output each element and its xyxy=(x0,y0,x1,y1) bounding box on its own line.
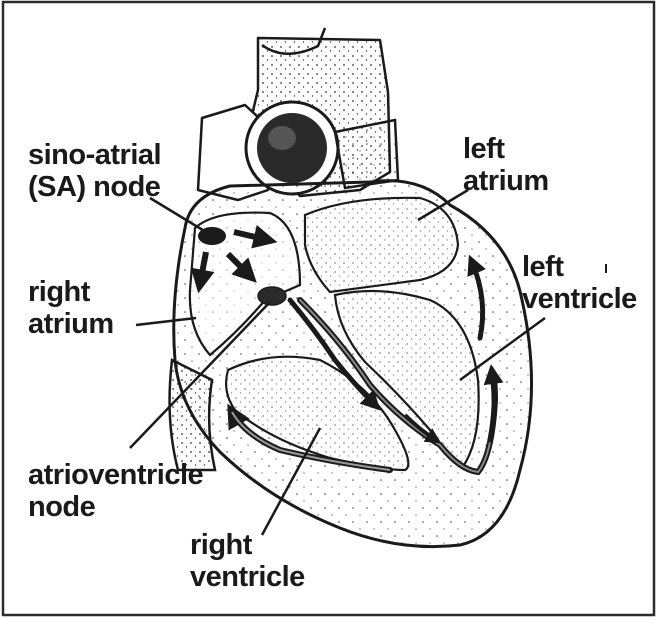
label-right-atrium: right atrium xyxy=(28,276,114,340)
label-left-atrium: left atrium xyxy=(463,133,549,197)
label-right-ventricle: right ventricle xyxy=(190,529,305,593)
av-node xyxy=(258,287,286,305)
label-av-node-line1: atrioventricle xyxy=(28,459,203,491)
pulmonary-trunk-lumen xyxy=(257,113,327,183)
label-av-node: atrioventricle node xyxy=(28,459,203,523)
label-right-atrium-line1: right xyxy=(28,276,114,308)
pulmonary-trunk-shine xyxy=(268,126,296,150)
label-right-ventricle-line2: ventricle xyxy=(190,561,305,593)
label-left-atrium-line2: atrium xyxy=(463,165,549,197)
label-sa-node-line2: (SA) node xyxy=(28,171,161,203)
label-av-node-line2: node xyxy=(28,491,203,523)
label-left-ventricle-line1: left xyxy=(522,251,637,283)
label-sa-node: sino-atrial (SA) node xyxy=(28,139,161,203)
label-left-ventricle-line2: ventricle xyxy=(522,283,637,315)
label-sa-node-line1: sino-atrial xyxy=(28,139,161,171)
label-right-atrium-line2: atrium xyxy=(28,308,114,340)
right-vessel xyxy=(335,120,398,188)
label-left-ventricle: left ventricle xyxy=(522,251,637,315)
label-left-atrium-line1: left xyxy=(463,133,549,165)
label-right-ventricle-line1: right xyxy=(190,529,305,561)
